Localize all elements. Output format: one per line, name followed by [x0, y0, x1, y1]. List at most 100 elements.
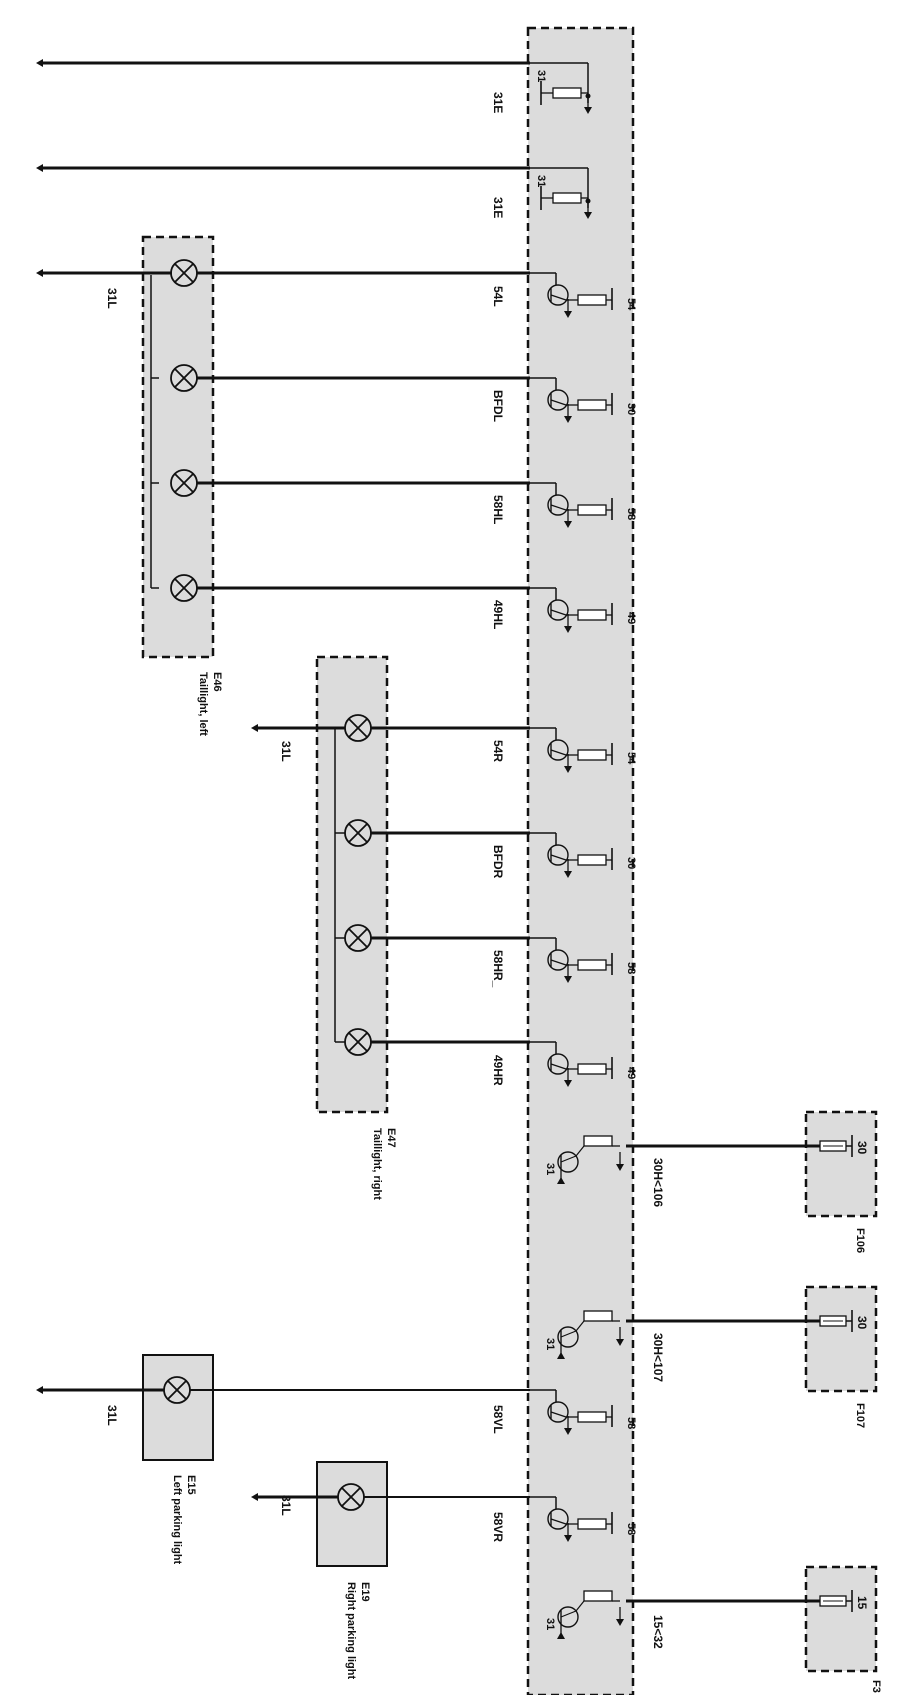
e15-left-parking-light-box: [142, 1354, 214, 1461]
lamp-icon: [170, 469, 198, 497]
lamp-icon-cross: [174, 263, 194, 283]
wire-label: 31E: [491, 92, 505, 113]
wire-end-arrow: [36, 1386, 43, 1394]
transistor-emitter: [550, 1411, 567, 1418]
e19-right-parking-light-box: [316, 1461, 388, 1567]
ground-terminal-label: 31: [544, 1163, 556, 1175]
resistor-icon: [577, 294, 607, 306]
transistor-emitter: [550, 294, 567, 301]
f107-fuse-box: [804, 1285, 878, 1393]
ground-arrow-icon: [616, 1619, 624, 1626]
ground-arrow-icon: [564, 311, 572, 318]
lamp-icon-cross: [174, 578, 194, 598]
transistor-icon: [547, 284, 569, 306]
fuse-terminal-label: 15: [855, 1596, 869, 1610]
component-id-f106: F106: [854, 1228, 866, 1253]
component-desc-e47: Taillight, right: [371, 1128, 383, 1200]
resistor-icon: [577, 749, 607, 761]
ground-label: 31L: [279, 1495, 293, 1516]
transistor-icon: [547, 389, 569, 411]
lamp-icon-cross: [341, 1487, 361, 1507]
wires-layer: [36, 59, 820, 1603]
ground-label: 31L: [105, 288, 119, 309]
component-desc-e19: Right parking light: [345, 1582, 357, 1679]
transistor-icon: [547, 844, 569, 866]
transistor-icon: [557, 1606, 579, 1628]
ground-terminal-label: 31: [544, 1338, 556, 1350]
lamp-icon: [337, 1483, 365, 1511]
resistor-icon: [577, 399, 607, 411]
resistor-icon: [583, 1310, 613, 1322]
transistor-emitter: [550, 1518, 567, 1525]
unit-terminal-label: 31: [535, 175, 547, 187]
resistor-icon: [577, 1063, 607, 1075]
transistor-collector: [560, 1330, 577, 1338]
lamp-icon-cross: [174, 473, 194, 493]
wire-label: 54L: [491, 286, 505, 307]
lamp-icon: [170, 364, 198, 392]
transistor-collector: [560, 1610, 577, 1618]
ground-arrow-icon: [616, 1339, 624, 1346]
ground-arrow-icon: [564, 1428, 572, 1435]
lamp-icon: [344, 1028, 372, 1056]
transistor-emitter: [550, 399, 567, 406]
resistor-icon: [577, 504, 607, 516]
transistor-lead: [575, 1145, 585, 1157]
ground-arrow-icon: [564, 521, 572, 528]
lamp-icon: [344, 714, 372, 742]
lamp-icon: [344, 819, 372, 847]
resistor-icon: [583, 1590, 613, 1602]
unit-terminal-label: 58: [625, 508, 637, 520]
wire-label: BFDL: [491, 390, 505, 422]
e47-taillight-right-box: [315, 655, 389, 1114]
component-id-e47: E47: [385, 1128, 397, 1148]
transistor-icon: [547, 739, 569, 761]
resistor-icon: [583, 1135, 613, 1147]
resistor-icon: [577, 1518, 607, 1530]
component-id-e46: E46: [211, 672, 223, 692]
component-desc-e15: Left parking light: [171, 1475, 183, 1565]
resistor-icon: [577, 1411, 607, 1423]
wire-label: BFDR: [491, 845, 505, 879]
resistor-icon: [577, 959, 607, 971]
component-desc-e46: Taillight, left: [197, 672, 209, 736]
lamp-icon: [170, 574, 198, 602]
lamp-icon-cross: [348, 823, 368, 843]
lamp-icon-cross: [348, 1032, 368, 1052]
wire-label: 31E: [491, 197, 505, 218]
transistor-emitter: [550, 1063, 567, 1070]
symbols-layer: [151, 62, 853, 1639]
lamp-icon-cross: [348, 718, 368, 738]
resistor-icon: [552, 87, 582, 99]
resistor-icon: [577, 609, 607, 621]
transistor-icon: [557, 1151, 579, 1173]
supply-wire-label: 30H<107: [651, 1333, 665, 1382]
transistor-emitter: [550, 749, 567, 756]
ground-arrow-icon: [564, 1080, 572, 1087]
ground-arrow-icon: [616, 1164, 624, 1171]
ground-arrow-icon: [564, 1535, 572, 1542]
ground-arrow-icon: [564, 766, 572, 773]
lamp-icon: [170, 259, 198, 287]
ground-arrow-icon: [584, 107, 592, 114]
supply-wire-label: 30H<106: [651, 1158, 665, 1207]
component-id-f3: F3: [870, 1680, 882, 1693]
unit-terminal-label: 54: [625, 752, 637, 765]
f106-fuse-box: [804, 1110, 878, 1218]
wire-label: 58HR_: [491, 950, 505, 988]
ground-label: 31L: [105, 1405, 119, 1426]
wire-end-arrow: [251, 724, 258, 732]
wire-label: 54R: [491, 740, 505, 762]
transistor-icon: [547, 494, 569, 516]
transistor-icon: [547, 1053, 569, 1075]
wire-end-arrow: [36, 269, 43, 277]
ground-arrow-icon: [557, 1352, 565, 1359]
fuse-terminal-label: 30: [855, 1316, 869, 1330]
transistor-icon: [557, 1326, 579, 1348]
ground-terminal-label: 31: [544, 1618, 556, 1630]
transistor-collector: [560, 1155, 577, 1163]
component-id-f107: F107: [854, 1403, 866, 1428]
fuse-terminal-label: 30: [855, 1141, 869, 1155]
transistor-emitter: [550, 959, 567, 966]
transistor-emitter: [550, 504, 567, 511]
